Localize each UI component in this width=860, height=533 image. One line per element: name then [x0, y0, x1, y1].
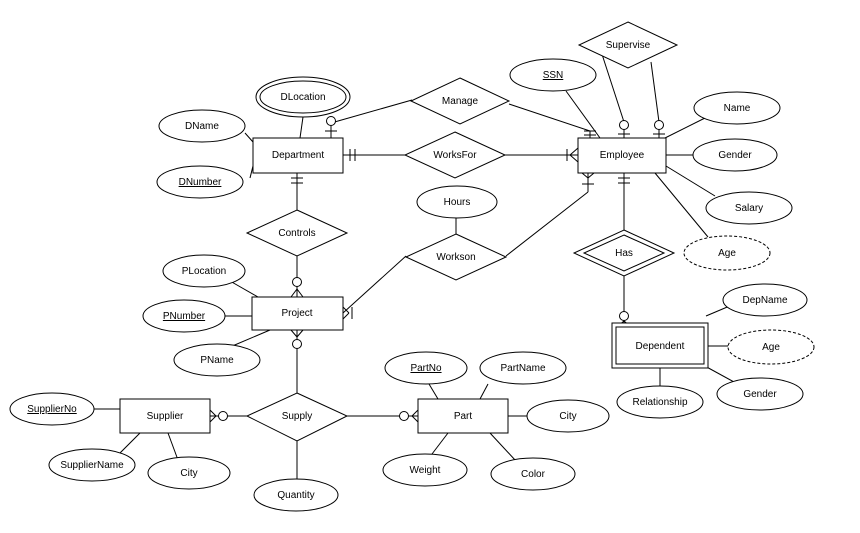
- attribute-plocation-label: PLocation: [182, 266, 226, 277]
- relationship-supervise-label: Supervise: [606, 40, 651, 51]
- relationship-manage[interactable]: Manage: [409, 77, 511, 125]
- attribute-partname[interactable]: PartName: [479, 351, 567, 385]
- attribute-gender-dependent[interactable]: Gender: [716, 377, 804, 411]
- attribute-pnumber-label: PNumber: [163, 311, 206, 322]
- entity-part-label: Part: [454, 411, 473, 422]
- entity-project[interactable]: Project: [251, 296, 344, 331]
- attribute-dname-label: DName: [185, 121, 219, 132]
- attribute-pname[interactable]: PName: [173, 343, 261, 377]
- attribute-age-dependent-label: Age: [762, 342, 780, 353]
- attribute-dname[interactable]: DName: [158, 109, 246, 143]
- attribute-supplierno[interactable]: SupplierNo: [9, 392, 95, 426]
- attribute-age-dependent[interactable]: Age: [727, 329, 815, 365]
- attribute-ssn-label: SSN: [543, 70, 564, 81]
- attribute-gender-employee-label: Gender: [718, 150, 752, 161]
- attribute-city-part-label: City: [559, 411, 576, 422]
- relationship-works-on[interactable]: Workson: [404, 233, 508, 281]
- attribute-partno-label: PartNo: [410, 363, 442, 374]
- attribute-quantity-label: Quantity: [277, 490, 314, 501]
- attribute-relationship[interactable]: Relationship: [616, 385, 704, 419]
- entity-project-label: Project: [281, 308, 312, 319]
- relationship-controls-label: Controls: [278, 228, 315, 239]
- attribute-hours-label: Hours: [444, 197, 471, 208]
- entity-part[interactable]: Part: [417, 398, 509, 434]
- attribute-color-label: Color: [521, 469, 546, 480]
- attribute-city-part[interactable]: City: [526, 399, 610, 433]
- attribute-age-employee-label: Age: [718, 248, 736, 259]
- attribute-gender-dependent-label: Gender: [743, 389, 777, 400]
- relationship-supply-label: Supply: [282, 411, 313, 422]
- entity-employee[interactable]: Employee: [577, 137, 667, 174]
- relationship-has-label: Has: [615, 248, 633, 259]
- relationship-supply[interactable]: Supply: [245, 392, 349, 442]
- attribute-suppliername-label: SupplierName: [60, 460, 124, 471]
- attribute-weight[interactable]: Weight: [382, 453, 468, 487]
- relationship-controls[interactable]: Controls: [245, 209, 349, 257]
- entity-employee-label: Employee: [600, 150, 645, 161]
- entity-dependent[interactable]: Dependent: [611, 322, 709, 369]
- attribute-color[interactable]: Color: [490, 457, 576, 491]
- relationship-supervise[interactable]: Supervise: [577, 21, 679, 69]
- attribute-city-supplier[interactable]: City: [147, 456, 231, 490]
- attribute-city-supplier-label: City: [180, 468, 197, 479]
- relationship-manage-label: Manage: [442, 96, 479, 107]
- attribute-age-employee[interactable]: Age: [683, 235, 771, 271]
- attribute-dlocation-label: DLocation: [280, 92, 325, 103]
- entity-dependent-label: Dependent: [636, 341, 685, 352]
- attribute-suppliername[interactable]: SupplierName: [48, 448, 136, 482]
- attribute-supplierno-label: SupplierNo: [27, 404, 77, 415]
- attribute-plocation[interactable]: PLocation: [162, 254, 246, 288]
- attribute-ssn[interactable]: SSN: [509, 58, 597, 92]
- attribute-depname[interactable]: DepName: [722, 283, 808, 317]
- connector-lines: [92, 44, 735, 484]
- attribute-depname-label: DepName: [742, 295, 787, 306]
- attribute-partname-label: PartName: [500, 363, 545, 374]
- attribute-hours[interactable]: Hours: [416, 185, 498, 219]
- attribute-weight-label: Weight: [410, 465, 441, 476]
- attribute-gender-employee[interactable]: Gender: [692, 138, 778, 172]
- attribute-salary[interactable]: Salary: [705, 191, 793, 225]
- relationship-works-for[interactable]: WorksFor: [403, 131, 507, 179]
- entity-department-label: Department: [272, 150, 324, 161]
- attribute-dnumber[interactable]: DNumber: [156, 165, 244, 199]
- relationship-works-on-label: Workson: [436, 252, 475, 263]
- attribute-pname-label: PName: [200, 355, 234, 366]
- attribute-relationship-label: Relationship: [632, 397, 687, 408]
- entity-supplier-label: Supplier: [147, 411, 184, 422]
- attribute-pnumber[interactable]: PNumber: [142, 299, 226, 333]
- relationship-has[interactable]: Has: [572, 229, 676, 277]
- relationship-works-for-label: WorksFor: [433, 150, 477, 161]
- attribute-dlocation[interactable]: DLocation: [255, 76, 351, 118]
- entity-department[interactable]: Department: [252, 137, 344, 174]
- attribute-name[interactable]: Name: [693, 91, 781, 125]
- attribute-partno[interactable]: PartNo: [384, 351, 468, 385]
- attribute-quantity[interactable]: Quantity: [253, 478, 339, 512]
- entity-supplier[interactable]: Supplier: [119, 398, 211, 434]
- attribute-dnumber-label: DNumber: [179, 177, 222, 188]
- attribute-salary-label: Salary: [735, 203, 763, 214]
- attribute-name-label: Name: [724, 103, 751, 114]
